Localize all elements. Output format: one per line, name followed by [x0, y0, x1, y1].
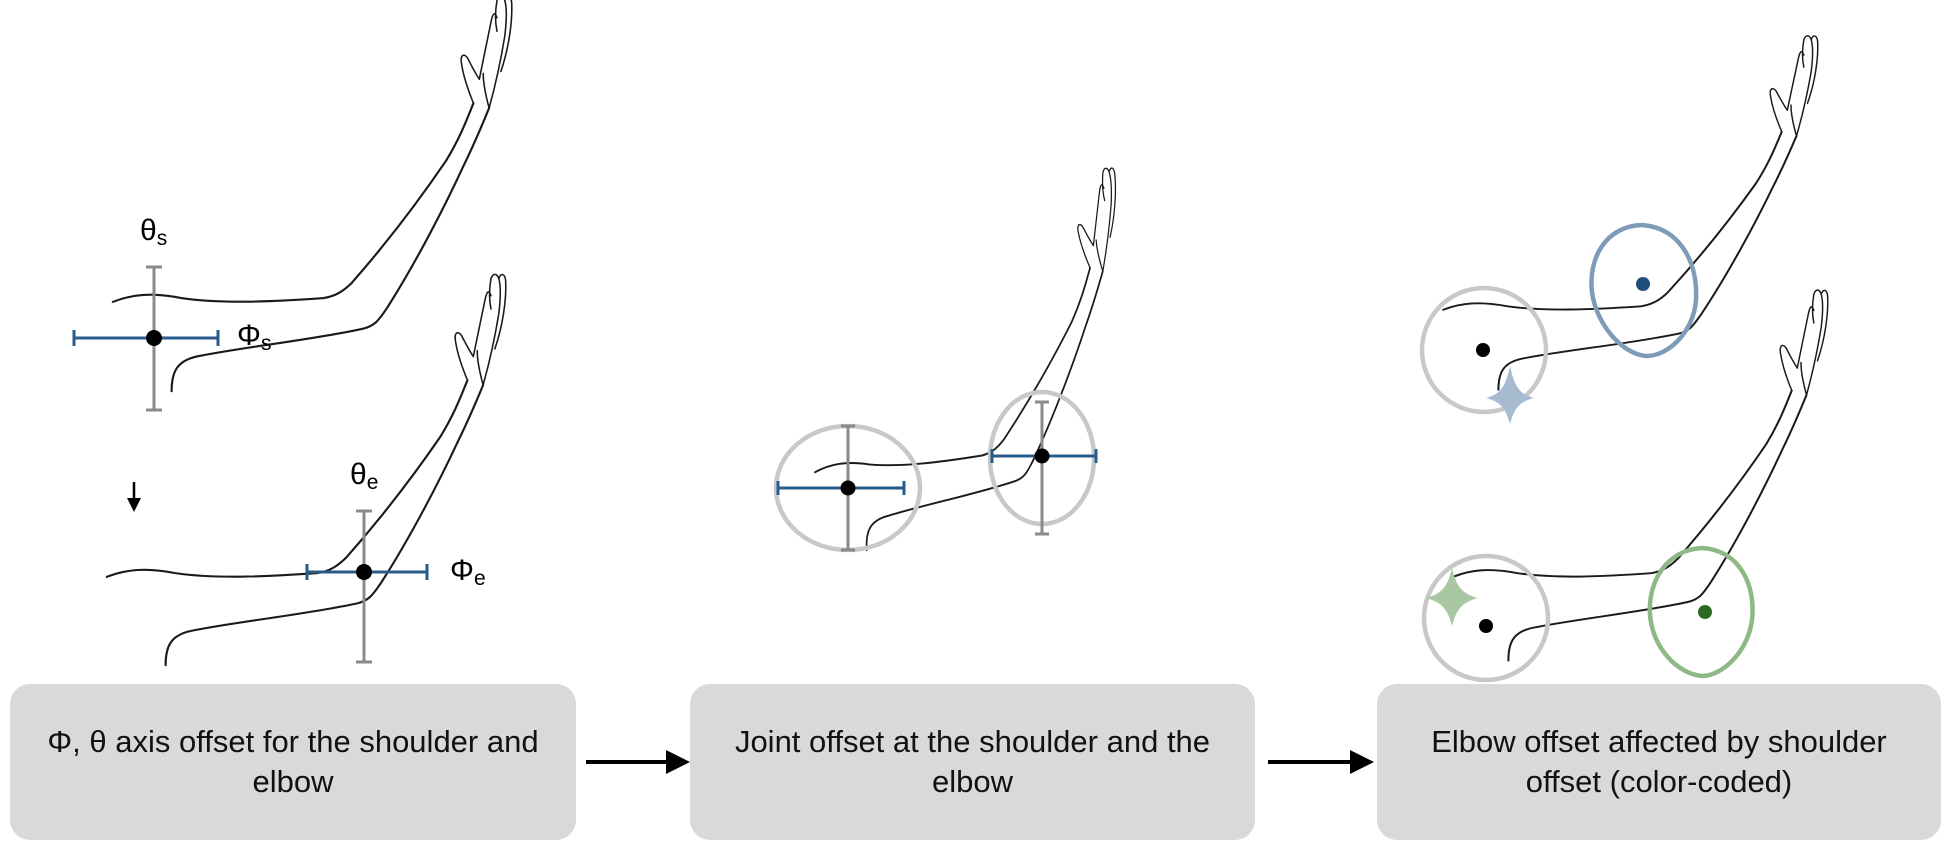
green-elbow-dot [1698, 605, 1712, 619]
label-phi-shoulder: Φs [237, 319, 271, 355]
shoulder-circle-top [1419, 285, 1549, 415]
down-arrow-icon [127, 482, 141, 512]
caption-box-axis-offset: Φ, θ axis offset for the shoulder and el… [10, 684, 576, 840]
blue-star-marker [1486, 366, 1534, 424]
shoulder-dot-bottom-right [1479, 619, 1493, 633]
elbow-theta-axis-mid [1035, 400, 1049, 536]
label-theta-shoulder: θs [140, 214, 167, 250]
green-star-marker [1426, 568, 1478, 626]
right-arrow-icon-2 [1268, 750, 1374, 774]
shoulder-dot-top-right [1476, 343, 1490, 357]
label-phi-elbow: Φe [450, 554, 486, 590]
panel-joint-offset [773, 166, 1138, 555]
elbow-theta-axis [356, 509, 372, 664]
arm-sketch-top [111, 0, 513, 393]
elbow-joint-dot [356, 564, 372, 580]
green-offset-circle [1647, 545, 1755, 679]
blue-elbow-dot [1636, 277, 1650, 291]
right-arrow-icon [586, 750, 690, 774]
shoulder-circle-bottom [1421, 553, 1551, 683]
elbow-joint-dot-mid [1034, 448, 1050, 464]
shoulder-joint-dot [146, 330, 162, 346]
caption-box-color-coded: Elbow offset affected by shoulder offset… [1377, 684, 1941, 840]
panel-axis-offset: θs Φs θe Φe [72, 0, 513, 667]
blue-offset-circle [1589, 222, 1699, 359]
caption-color-coded: Elbow offset affected by shoulder offset… [1431, 724, 1887, 799]
arm-sketch-bottom-right [1452, 289, 1829, 662]
panel-color-coded [1419, 34, 1829, 683]
arm-sketch-top-right [1442, 34, 1819, 391]
caption-axis-offset: Φ, θ axis offset for the shoulder and el… [47, 724, 539, 799]
caption-joint-offset: Joint offset at the shoulder and the elb… [734, 724, 1211, 799]
label-theta-elbow: θe [350, 458, 378, 494]
shoulder-joint-dot-mid [840, 480, 856, 496]
caption-box-joint-offset: Joint offset at the shoulder and the elb… [690, 684, 1255, 840]
arm-sketch-bottom [105, 273, 507, 667]
